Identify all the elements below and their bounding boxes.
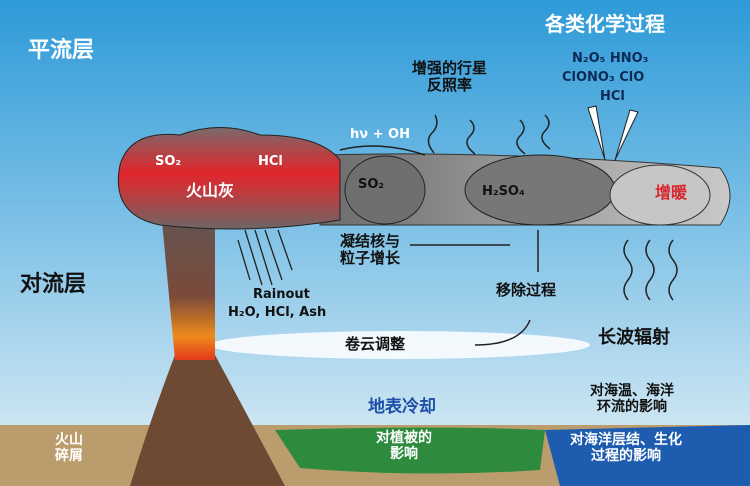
chem-species-1: N₂O₅ HNO₃ — [572, 51, 649, 66]
chem-species-2: ClONO₃ ClO — [562, 70, 645, 85]
cirrus-label: 卷云调整 — [345, 335, 406, 353]
eruption-column — [160, 200, 215, 360]
ocean — [545, 425, 750, 486]
rainout-species-label: H₂O, HCl, Ash — [228, 305, 327, 320]
hv-oh-label: hν + OH — [350, 127, 410, 142]
chemistry-title: 各类化学过程 — [545, 12, 665, 36]
cirrus-cloud — [210, 331, 590, 359]
albedo-label: 增强的行星 反照率 — [412, 59, 488, 95]
ash-label: 火山灰 — [186, 181, 235, 200]
hcl-ash-label: HCl — [258, 154, 283, 169]
vegetation-area — [275, 427, 545, 474]
volcano-cone — [130, 355, 285, 486]
surface-cooling-label: 地表冷却 — [368, 397, 436, 417]
removal-label: 移除过程 — [496, 281, 557, 299]
warming-label: 增暖 — [655, 183, 688, 202]
rainout-label: Rainout — [253, 287, 310, 302]
h2so4-label: H₂SO₄ — [482, 184, 525, 199]
vegetation-label: 对植被的 影响 — [376, 430, 432, 463]
stratosphere-label: 平流层 — [28, 38, 95, 63]
troposphere-label: 对流层 — [20, 272, 87, 297]
ash-cloud — [117, 127, 341, 230]
so2-plume-label: SO₂ — [358, 177, 385, 192]
volcanic-debris-label: 火山 碎屑 — [55, 432, 83, 465]
so2-ash-label: SO₂ — [155, 154, 182, 169]
chem-species-3: HCl — [600, 89, 625, 104]
longwave-label: 长波辐射 — [598, 327, 670, 348]
ocean-strat-label: 对海洋层结、生化 过程的影响 — [570, 432, 682, 465]
ocean-temp-label: 对海温、海洋 环流的影响 — [590, 383, 674, 416]
nucleation-label: 凝结核与 粒子增长 — [340, 232, 401, 268]
